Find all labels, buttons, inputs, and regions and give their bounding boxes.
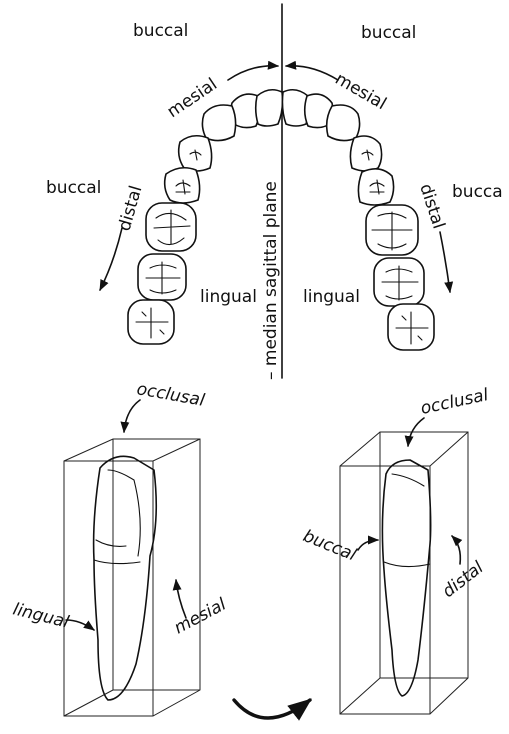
distal-arrow-tooth — [452, 536, 460, 564]
occlusal-label-left: occlusal — [135, 379, 206, 411]
dental-arch: buccal buccal buccal bucca mesial mesial… — [46, 4, 503, 380]
right-tooth-outline — [382, 460, 430, 696]
left-tooth-block: occlusal lingual mesial — [11, 379, 230, 716]
rotation-arrow-icon — [234, 700, 310, 718]
left-tooth-outline — [94, 456, 157, 700]
right-tooth-block: occlusal buccal distal — [300, 385, 490, 714]
buccal-label-tooth: buccal — [300, 526, 359, 565]
mesial-arrow-left — [228, 66, 278, 80]
lingual-arrow — [66, 620, 94, 630]
distal-label-left: distal — [115, 183, 147, 233]
premolar-right-1 — [350, 136, 381, 171]
occlusal-arrow-left — [124, 400, 140, 432]
median-sagittal-plane-label: – median sagittal plane — [261, 181, 281, 380]
mesial-arrow-right — [286, 66, 338, 80]
distal-label-right: distal — [415, 181, 448, 231]
right-bounding-box — [340, 432, 468, 714]
canine-left — [202, 105, 235, 141]
lingual-label-left: lingual — [200, 287, 257, 307]
canine-right — [327, 105, 360, 141]
distal-arrow-right — [440, 232, 450, 292]
right-arch-teeth — [327, 105, 434, 350]
left-arch-teeth — [128, 105, 236, 344]
buccal-label-top-right: buccal — [361, 23, 416, 43]
distal-label-tooth: distal — [439, 558, 488, 602]
mesial-arrow-tooth — [176, 580, 186, 618]
premolar-right-2 — [358, 169, 393, 205]
lingual-label-tooth: lingual — [11, 599, 71, 632]
buccal-label-mid-left: buccal — [46, 178, 101, 198]
distal-arrow-left — [100, 228, 122, 290]
premolar-left-2 — [165, 168, 200, 203]
buccal-label-mid-right: bucca — [452, 182, 503, 202]
lingual-label-right: lingual — [303, 287, 360, 307]
buccal-arrow — [358, 540, 378, 550]
buccal-label-top-left: buccal — [133, 21, 188, 41]
occlusal-label-right: occlusal — [419, 385, 491, 419]
